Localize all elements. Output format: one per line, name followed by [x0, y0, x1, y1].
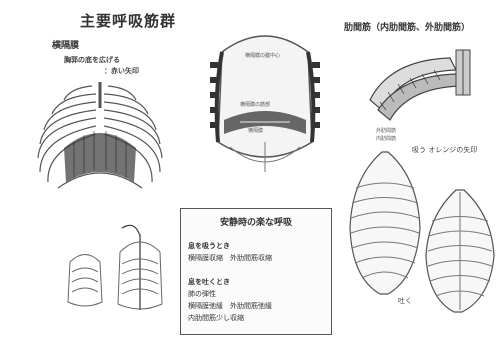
diaphragm-heading: 横隔膜 [52, 38, 79, 51]
intercostal-label-2: 内肋間筋 [376, 135, 396, 142]
exhale-line-2: 横隔膜弛緩 外肋間筋弛緩 [188, 301, 272, 311]
ribcage-front-illustration [420, 186, 500, 316]
diaphragm-label-1: 横隔膜の腱中心 [245, 52, 280, 59]
diaphragm-note-1: 胸郭の底を広げる [64, 55, 120, 65]
quiet-breathing-box: 安静時の楽な呼吸 息を吸うとき 横隔膜収縮 外肋間筋収縮 息を吐くとき 肺の弾性… [180, 208, 332, 335]
exhale-line-1: 肺の弾性 [188, 289, 216, 299]
ribcage-diaphragm-illustration [30, 78, 170, 198]
exhale-note: 吐く [398, 296, 412, 306]
inhale-detail: 横隔膜収縮 外肋間筋収縮 [188, 253, 272, 263]
page-title: 主要呼吸筋群 [80, 10, 176, 31]
exhale-heading: 息を吐くとき [188, 277, 230, 287]
diaphragm-label-3: 横隔膜 [248, 127, 263, 134]
diaphragm-label-2: 横隔膜の筋部 [240, 101, 270, 108]
diaphragm-note-2: ：赤い矢印 [104, 66, 139, 76]
quiet-breathing-title: 安静時の楽な呼吸 [181, 215, 331, 228]
ribcage-lateral-illustration [340, 148, 430, 298]
exhale-line-3: 内肋間筋少し収縮 [188, 313, 244, 323]
thorax-small-illustrations [60, 222, 170, 327]
rib-segment-illustration [360, 40, 485, 140]
inhale-heading: 息を吸うとき [188, 241, 230, 251]
intercostal-heading: 肋間筋（内肋間筋、外肋間筋） [344, 20, 470, 33]
intercostal-label-1: 外肋間筋 [376, 127, 396, 134]
